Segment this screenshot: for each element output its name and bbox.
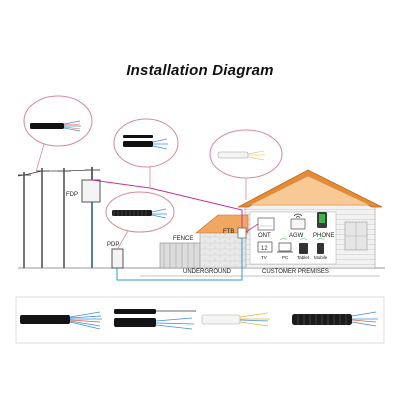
cable-sample-1 [20,311,102,330]
cable-strip [15,296,385,344]
drop-cable [91,179,243,228]
fdp-box [81,179,101,203]
pdp-box [111,248,124,269]
underground-label: UNDERGROUND [183,269,232,275]
cable-sample-3 [201,312,270,327]
callout-figure8-cable [113,118,179,188]
ont-label: ONT [258,233,271,239]
agw-device [290,213,306,230]
tv-label: TV [261,255,267,260]
tablet-label: Tablet [297,255,310,260]
ftb-box [237,227,247,239]
ont-device [257,217,275,231]
ftb-label: FTB [223,229,234,235]
fdp-label: FDP [66,192,78,198]
fence-label: FENCE [173,236,193,242]
phone-label: PHONE [313,233,334,239]
mobile-label: Mobile [314,255,328,260]
wifi-icon [279,238,325,241]
indoor-cable [245,223,259,233]
pc-device [277,242,293,253]
tv-device: 12 [257,241,273,253]
cable-sample-4 [292,311,378,327]
pc-label: PC [282,255,289,260]
svg-text:12: 12 [261,246,268,252]
callout-aerial-cable [23,95,93,173]
phone-device [317,212,327,228]
callout-indoor-cable [209,129,283,200]
customer-premises-label: CUSTOMER PREMISES [262,269,329,275]
diagram-title: Installation Diagram [126,62,274,79]
underground-cable [116,238,243,281]
mobile-device [317,243,324,254]
agw-label: AGW [289,233,304,239]
pdp-label: PDP [107,242,119,248]
tablet-device [299,243,308,254]
callout-underground-cable [105,191,175,249]
house [195,169,383,269]
cable-sample-2 [114,309,196,330]
